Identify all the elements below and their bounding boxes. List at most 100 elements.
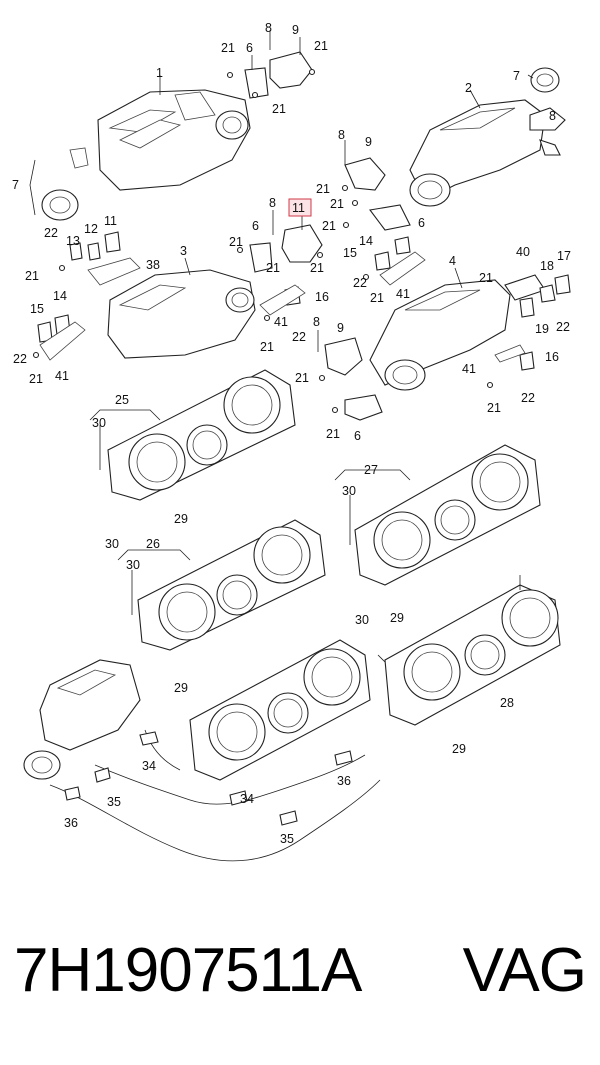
callout-6: 6	[252, 219, 259, 233]
callout-21: 21	[370, 291, 384, 305]
callout-21: 21	[260, 340, 274, 354]
callout-21: 21	[330, 197, 344, 211]
callout-17: 16	[315, 290, 329, 304]
callout-1: 1	[156, 66, 163, 80]
callout-21: 21	[326, 427, 340, 441]
callout-labels: 21 6 8 9 21 1 21 7 2 8 8 9 21 21 21 6 7 …	[12, 21, 571, 846]
callout-41: 41	[274, 315, 288, 329]
callout-10: 9	[292, 23, 299, 37]
callout-35: 35	[107, 795, 121, 809]
control-panel-26	[117, 519, 326, 651]
callout-6: 6	[246, 41, 253, 55]
footer: 7H1907511A VAG	[0, 935, 600, 1035]
callout-7: 7	[513, 69, 520, 83]
control-panel-28	[377, 575, 561, 726]
screw-markers	[32, 68, 494, 414]
actuator-group-10	[344, 140, 411, 231]
callout-21: 21	[221, 41, 235, 55]
callout-17: 16	[545, 350, 559, 364]
fan-7-left	[29, 147, 89, 221]
callout-2: 2	[465, 81, 472, 95]
callout-25: 25	[115, 393, 129, 407]
bracket-group-right	[259, 236, 571, 371]
part-number: 7H1907511A	[14, 936, 362, 1005]
callout-36: 36	[64, 816, 78, 830]
callout-7: 7	[12, 178, 19, 192]
callout-30: 30	[105, 537, 119, 551]
callout-29: 29	[452, 742, 466, 756]
callout-29: 29	[174, 512, 188, 526]
callout-15: 14	[53, 289, 67, 303]
housing-bottom-left	[23, 659, 141, 780]
callout-21: 21	[229, 235, 243, 249]
callout-21: 21	[29, 372, 43, 386]
callout-35: 35	[280, 832, 294, 846]
callout-21: 21	[295, 371, 309, 385]
callout-21: 21	[272, 102, 286, 116]
callout-19: 18	[540, 259, 554, 273]
callout-21: 21	[314, 39, 328, 53]
control-panel-27	[334, 444, 541, 586]
callout-6: 6	[418, 216, 425, 230]
housing-2	[409, 89, 546, 207]
callout-30: 30	[92, 416, 106, 430]
callout-22: 22	[13, 352, 27, 366]
callout-21: 21	[25, 269, 39, 283]
callout-40: 41	[396, 287, 410, 301]
callout-21: 21	[310, 261, 324, 275]
callout-3: 3	[180, 244, 187, 258]
callout-34: 34	[142, 759, 156, 773]
callout-21: 21	[316, 182, 330, 196]
callout-21: 21	[487, 401, 501, 415]
callout-40: 41	[55, 369, 69, 383]
callout-11[interactable]: 11	[292, 201, 305, 215]
cable-group	[49, 729, 381, 862]
control-panel-25	[89, 369, 296, 501]
callout-21: 21	[322, 219, 336, 233]
callout-15: 14	[359, 234, 373, 248]
callout-22: 22	[353, 276, 367, 290]
highlight-box-11	[288, 198, 312, 217]
housing-1	[97, 75, 251, 191]
callout-36: 36	[337, 774, 351, 788]
callout-14: 13	[66, 234, 80, 248]
control-panel-bottom	[189, 639, 371, 781]
exploded-parts-diagram: 21 6 8 9 21 1 21 7 2 8 8 9 21 21 21 6 7 …	[12, 21, 571, 862]
callout-30: 30	[126, 558, 140, 572]
callout-22: 22	[292, 330, 306, 344]
callout-26: 26	[146, 537, 160, 551]
callout-11: 9	[337, 321, 344, 335]
callout-22: 22	[44, 226, 58, 240]
callout-39: 40	[516, 245, 530, 259]
callout-4: 4	[449, 254, 456, 268]
callout-10: 9	[365, 135, 372, 149]
callout-6: 6	[354, 429, 361, 443]
callout-29: 29	[174, 681, 188, 695]
housing-4	[369, 267, 511, 391]
bracket-group-left	[37, 231, 141, 361]
callout-21: 21	[266, 261, 280, 275]
callout-41: 41	[462, 362, 476, 376]
callout-16: 15	[343, 246, 357, 260]
actuator-11-component	[249, 210, 323, 273]
callout-21: 21	[479, 271, 493, 285]
callout-38: 38	[146, 258, 160, 272]
callout-28: 28	[500, 696, 514, 710]
callout-9: 8	[265, 21, 272, 35]
callout-30: 30	[355, 613, 369, 627]
callout-8: 8	[549, 109, 556, 123]
callout-22: 22	[521, 391, 535, 405]
callout-9: 8	[313, 315, 320, 329]
callout-9: 8	[338, 128, 345, 142]
callout-20: 19	[535, 322, 549, 336]
housing-3	[107, 257, 256, 359]
callout-9: 8	[269, 196, 276, 210]
actuator-top	[244, 30, 313, 99]
callout-30: 30	[342, 484, 356, 498]
callout-29: 29	[390, 611, 404, 625]
brand-label: VAG	[462, 936, 587, 1005]
fan-7-top	[527, 67, 566, 156]
callout-22: 22	[556, 320, 570, 334]
callout-13: 12	[84, 222, 98, 236]
callout-16: 15	[30, 302, 44, 316]
